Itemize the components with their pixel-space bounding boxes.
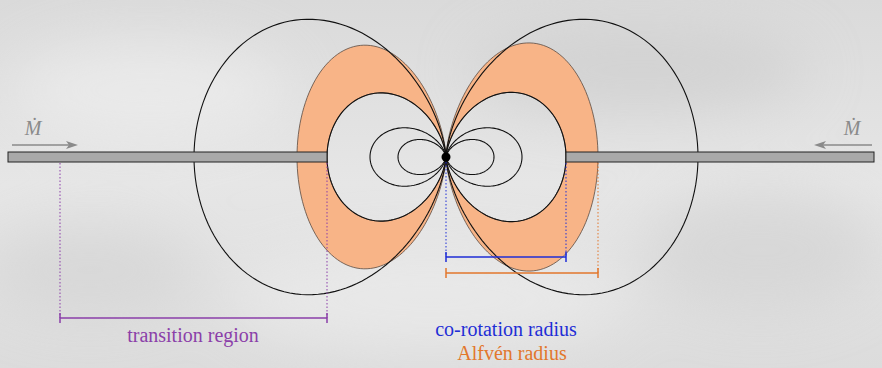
field-line [446, 139, 494, 174]
radius-label: Alfvén radius [457, 343, 566, 363]
guide-line [598, 163, 599, 273]
accretion-rate: Ṁ [25, 118, 42, 138]
guide-line [60, 163, 61, 318]
field-line [446, 92, 566, 221]
inflow-arrow [12, 144, 74, 146]
dimension-bracket [446, 252, 566, 262]
guide-line [566, 163, 567, 257]
field-line [398, 139, 446, 174]
accretion-disk [8, 152, 874, 162]
field-line [327, 93, 446, 221]
dimension-bracket [446, 268, 598, 278]
accretion-rate: Ṁ [844, 118, 861, 138]
dimension-bracket [60, 313, 327, 323]
inflow-arrow [818, 144, 872, 146]
neutron-star [442, 153, 451, 162]
arrow-head [814, 141, 826, 149]
disk-segment [566, 152, 874, 162]
disk-segment [8, 152, 327, 162]
arrow-head [66, 141, 78, 149]
field-line [446, 128, 522, 186]
radius-label: co-rotation radius [435, 319, 577, 339]
field-line [370, 128, 446, 186]
dimension-guides [12, 141, 872, 323]
cloud-texture [0, 25, 880, 350]
guide-line [327, 163, 328, 318]
region-label: transition region [127, 325, 259, 345]
guide-line [446, 162, 447, 257]
